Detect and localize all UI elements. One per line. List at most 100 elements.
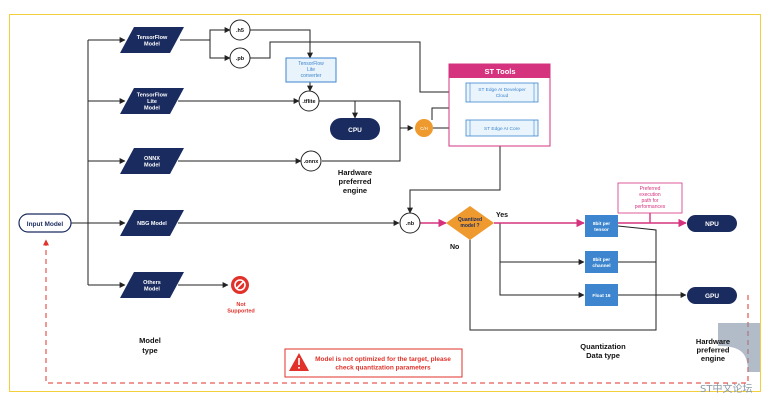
not-supported-icon xyxy=(231,276,249,294)
gpu-node: GPU xyxy=(687,287,737,304)
input-model-label: Input Model xyxy=(27,221,64,228)
text-line: converter xyxy=(301,73,322,79)
text-line: Quantized xyxy=(458,217,482,223)
format-tflite: .tflite xyxy=(298,90,320,112)
text-line: TensorFlow xyxy=(298,61,324,67)
format-nb: .nb xyxy=(399,212,421,234)
st-edge-ai-core-label: ST Edge AI Core xyxy=(484,126,520,132)
text-line: Model xyxy=(144,106,160,112)
input-model-node: Input Model xyxy=(18,213,72,233)
text-line: Model xyxy=(144,162,160,168)
text-line: Supported xyxy=(227,309,255,315)
format-label: .nb xyxy=(406,221,415,227)
text-line: Data type xyxy=(586,351,620,360)
format-onnx: .onnx xyxy=(300,150,322,172)
npu-node: NPU xyxy=(687,215,737,232)
text-line: Others xyxy=(143,280,161,286)
text-line: 8bit per xyxy=(593,221,610,227)
text-line: engine xyxy=(701,354,725,363)
quant-type-node: Float 16 xyxy=(585,284,618,306)
cpu-label: CPU xyxy=(348,127,362,134)
format-nodes: .h5 .pb .tflite .onnx .nb xyxy=(229,19,421,234)
format-label: .pb xyxy=(236,56,245,62)
text-line: Preferred xyxy=(640,186,661,192)
text-line: engine xyxy=(343,186,367,195)
text-line: tensor xyxy=(594,227,609,233)
text-line: check quantization parameters xyxy=(335,365,431,372)
text-line: Model xyxy=(139,336,161,345)
text-line: preferred xyxy=(697,346,730,355)
text-line: Cloud xyxy=(496,93,509,99)
text-line: Lite xyxy=(307,67,315,73)
format-label: .h5 xyxy=(236,28,244,34)
model-shape xyxy=(120,88,184,114)
text-line: TensorFlow xyxy=(137,35,168,41)
text-line: Hardware xyxy=(696,337,730,346)
model-shape xyxy=(120,148,184,174)
yes-label: Yes xyxy=(496,212,508,219)
format-label: .tflite xyxy=(302,99,315,105)
figure-frame xyxy=(9,14,761,392)
quant-type-box xyxy=(585,251,618,273)
text-line: Hardware xyxy=(338,168,372,177)
cpu-node: CPU xyxy=(330,118,380,140)
quant-type-box xyxy=(585,215,618,237)
text-line: preferred xyxy=(339,177,372,186)
quant-type-box xyxy=(585,284,618,306)
text-line: Quantization xyxy=(580,342,626,351)
text-line: Model is not optimized for the target, p… xyxy=(315,356,451,363)
text-line: channel xyxy=(592,263,610,269)
text-line: execution xyxy=(639,192,661,198)
warning-text: Model is not optimized for the target, p… xyxy=(315,356,451,372)
text-line: NBG Model xyxy=(137,221,167,227)
format-label: .onnx xyxy=(304,159,320,165)
quant-type-label: Float 16 xyxy=(592,293,610,299)
format-pb: .pb xyxy=(229,47,251,69)
text-line: type xyxy=(142,346,157,355)
text-line: model ? xyxy=(460,223,479,229)
format-h5: .h5 xyxy=(229,19,251,41)
text-line: Model xyxy=(144,286,160,292)
watermark-logo-shape xyxy=(718,323,760,372)
model-shape xyxy=(120,27,184,53)
model-shape xyxy=(120,272,184,298)
text-line: ST Edge AI Developer xyxy=(478,87,526,93)
cpu-badge: C/H xyxy=(415,119,433,137)
model-shape xyxy=(120,210,184,236)
text-line: Float 16 xyxy=(592,293,610,299)
text-line: 8bit per xyxy=(593,257,610,263)
text-line: performances xyxy=(635,204,666,210)
text-line: Not xyxy=(236,302,245,308)
text-line: path for xyxy=(642,198,659,204)
warning-banner: Model is not optimized for the target, p… xyxy=(284,348,463,378)
npu-label: NPU xyxy=(705,221,719,228)
gpu-label: GPU xyxy=(705,293,719,300)
watermark-text: ST中文论坛 xyxy=(700,384,753,395)
